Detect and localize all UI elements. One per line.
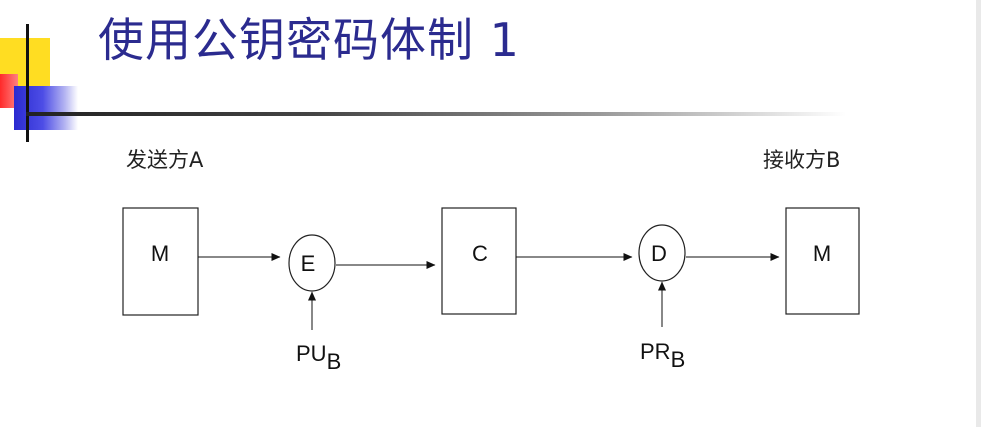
public-key-label: PUB [296, 341, 341, 374]
receiver-label: 接收方B [763, 148, 841, 172]
slide-title: 使用公钥密码体制 1 [98, 13, 520, 67]
plaintext-in-label: M [151, 241, 169, 266]
plaintext-out-label: M [813, 241, 831, 266]
private-key-main: PR [640, 339, 671, 364]
public-key-main: PU [296, 341, 327, 366]
sender-label: 发送方A [126, 148, 204, 172]
logo-blue-block [14, 86, 78, 130]
title-horizontal-rule [26, 112, 846, 116]
private-key-subscript: B [671, 347, 686, 372]
logo-red-block [0, 74, 18, 108]
slide-right-edge [976, 0, 981, 427]
decrypt-node [638, 224, 686, 282]
decrypt-label: D [651, 241, 667, 266]
plaintext-in-box [122, 207, 199, 316]
ciphertext-box [441, 207, 517, 315]
public-key-subscript: B [327, 349, 342, 374]
private-key-label: PRB [640, 339, 685, 372]
title-vertical-rule [26, 24, 29, 142]
plaintext-out-box [785, 207, 860, 315]
encrypt-label: E [301, 251, 316, 276]
encrypt-node [288, 234, 336, 292]
ciphertext-label: C [472, 241, 488, 266]
